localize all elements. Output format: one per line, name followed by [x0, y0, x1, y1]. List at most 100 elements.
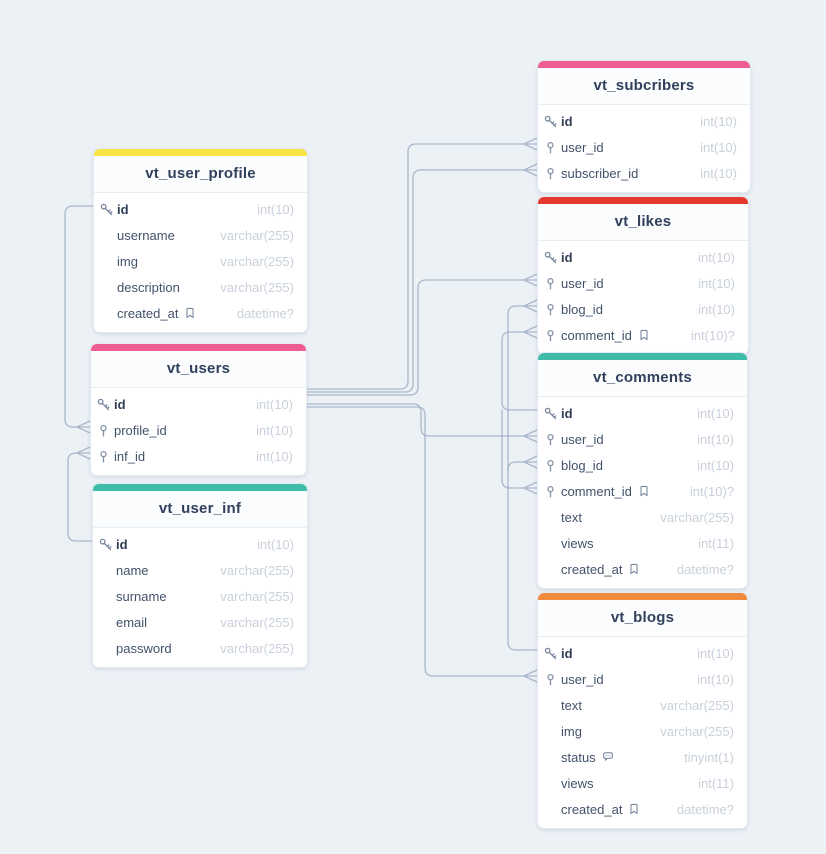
field-row[interactable]: password varchar(255) [93, 635, 307, 661]
field-row[interactable]: id int(10) [93, 531, 307, 557]
field-type: int(10) [700, 139, 737, 155]
field-name: created_at [561, 801, 623, 817]
field-row[interactable]: id int(10) [91, 391, 306, 417]
field-row[interactable]: created_at datetime? [94, 300, 307, 326]
field-type: int(11) [698, 775, 734, 791]
field-icon-spacer [544, 803, 557, 816]
field-row[interactable]: created_at datetime? [538, 796, 747, 822]
field-type: int(10) [256, 448, 293, 464]
field-name: id [561, 113, 573, 129]
table-vt-comments[interactable]: vt_comments id int(10) user_id int(10) b… [537, 352, 748, 589]
field-icon-spacer [99, 616, 112, 629]
field-row[interactable]: text varchar(255) [538, 504, 747, 530]
field-type: varchar(255) [220, 227, 294, 243]
field-row[interactable]: subscriber_id int(10) [538, 160, 750, 186]
field-row[interactable]: comment_id int(10)? [538, 322, 748, 348]
comment-icon [602, 751, 614, 763]
field-row[interactable]: user_id int(10) [538, 270, 748, 296]
field-name: text [561, 697, 582, 713]
field-name: id [561, 405, 573, 421]
table-title: vt_likes [538, 204, 748, 241]
field-icon-spacer [544, 511, 557, 524]
field-name: inf_id [114, 448, 146, 464]
field-type: int(10)? [689, 483, 734, 499]
crow-foot [523, 481, 538, 495]
table-title: vt_user_inf [93, 491, 307, 528]
field-row[interactable]: profile_id int(10) [91, 417, 306, 443]
relationship [64, 205, 94, 434]
table-title: vt_user_profile [94, 156, 307, 193]
foreign-key-icon [544, 459, 557, 472]
field-row[interactable]: created_at datetime? [538, 556, 747, 582]
field-name: created_at [117, 305, 179, 321]
table-vt-users[interactable]: vt_users id int(10) profile_id int(10) i… [90, 343, 307, 476]
field-name: img [561, 723, 582, 739]
relationship [306, 163, 538, 393]
table-fields: id int(10) name varchar(255) surname var… [93, 528, 307, 667]
field-row[interactable]: description varchar(255) [94, 274, 307, 300]
table-vt-blogs[interactable]: vt_blogs id int(10) user_id int(10) text… [537, 592, 748, 829]
field-row[interactable]: blog_id int(10) [538, 452, 747, 478]
table-vt-subcribers[interactable]: vt_subcribers id int(10) user_id int(10)… [537, 60, 751, 193]
bookmark-icon [628, 563, 640, 575]
crow-foot [523, 429, 538, 443]
field-row[interactable]: id int(10) [538, 640, 747, 666]
table-vt-user-inf[interactable]: vt_user_inf id int(10) name varchar(255)… [92, 483, 308, 668]
field-name: username [117, 227, 175, 243]
field-name: password [116, 640, 172, 656]
field-row[interactable]: id int(10) [538, 400, 747, 426]
field-row[interactable]: id int(10) [94, 196, 307, 222]
field-type: varchar(255) [220, 640, 294, 656]
field-type: varchar(255) [660, 697, 734, 713]
field-row[interactable]: user_id int(10) [538, 666, 747, 692]
table-vt-user-profile[interactable]: vt_user_profile id int(10) username varc… [93, 148, 308, 333]
field-icon-spacer [100, 255, 113, 268]
field-icon-spacer [544, 537, 557, 550]
field-row[interactable]: id int(10) [538, 244, 748, 270]
field-type: int(11) [698, 535, 734, 551]
field-icon-spacer [99, 642, 112, 655]
field-name: email [116, 614, 148, 630]
field-type: int(10) [700, 113, 737, 129]
field-row[interactable]: surname varchar(255) [93, 583, 307, 609]
field-type: datetime? [236, 305, 294, 321]
field-row[interactable]: status tinyint(1) [538, 744, 747, 770]
field-row[interactable]: user_id int(10) [538, 134, 750, 160]
table-title: vt_blogs [538, 600, 747, 637]
field-type: int(10) [697, 405, 734, 421]
field-row[interactable]: text varchar(255) [538, 692, 747, 718]
field-name: surname [116, 588, 167, 604]
crow-foot [76, 446, 91, 460]
field-row[interactable]: comment_id int(10)? [538, 478, 747, 504]
field-type: varchar(255) [220, 588, 294, 604]
relationship-line [306, 279, 525, 396]
table-vt-likes[interactable]: vt_likes id int(10) user_id int(10) blog… [537, 196, 749, 355]
field-row[interactable]: views int(11) [538, 530, 747, 556]
field-row[interactable]: img varchar(255) [94, 248, 307, 274]
field-name: views [561, 535, 594, 551]
field-icon-spacer [100, 281, 113, 294]
foreign-key-icon [544, 673, 557, 686]
primary-key-icon [544, 407, 557, 420]
field-name: profile_id [114, 422, 167, 438]
field-name: user_id [561, 431, 604, 447]
field-row[interactable]: email varchar(255) [93, 609, 307, 635]
field-row[interactable]: inf_id int(10) [91, 443, 306, 469]
field-row[interactable]: id int(10) [538, 108, 750, 134]
field-row[interactable]: user_id int(10) [538, 426, 747, 452]
field-row[interactable]: blog_id int(10) [538, 296, 748, 322]
foreign-key-icon [544, 485, 557, 498]
field-type: int(10) [256, 396, 293, 412]
field-row[interactable]: name varchar(255) [93, 557, 307, 583]
table-accent-bar [91, 344, 306, 351]
relationship [67, 446, 93, 542]
relationship [306, 403, 538, 443]
field-row[interactable]: views int(11) [538, 770, 747, 796]
field-name: status [561, 749, 596, 765]
field-row[interactable]: img varchar(255) [538, 718, 747, 744]
field-row[interactable]: username varchar(255) [94, 222, 307, 248]
field-name: text [561, 509, 582, 525]
table-fields: id int(10) user_id int(10) blog_id int(1… [538, 241, 748, 354]
table-title: vt_subcribers [538, 68, 750, 105]
